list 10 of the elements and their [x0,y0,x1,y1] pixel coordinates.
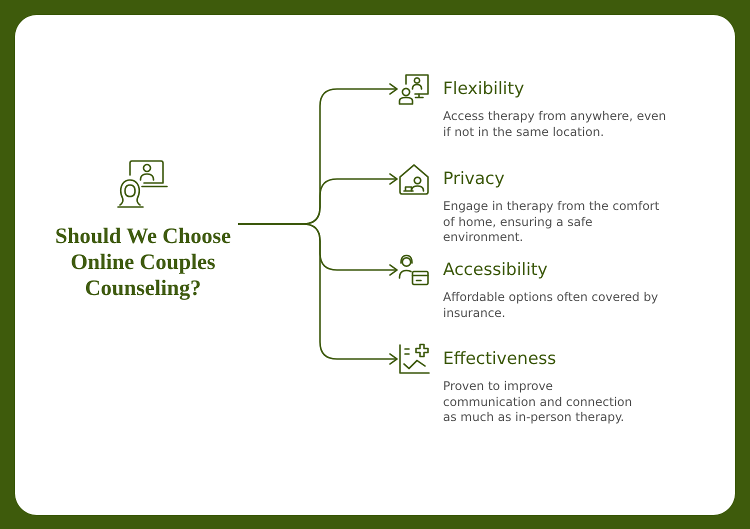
topic-title: Should We Choose Online Couples Counseling? [54,223,232,301]
arrow [238,223,398,365]
item-description: Affordable options often covered by insurance. [443,290,660,321]
item-description: Engage in therapy from the comfort of home, ensuring a safe environment. [443,199,660,246]
item-description: Access therapy from anywhere, even if not in the same location. [443,109,668,140]
item-description: Proven to improve communication and connection as much as in-person therapy. [443,379,634,426]
item-heading: Flexibility [443,78,524,100]
item-heading: Effectiveness [443,348,556,370]
item-heading: Privacy [443,168,505,190]
item-heading: Accessibility [443,259,548,281]
